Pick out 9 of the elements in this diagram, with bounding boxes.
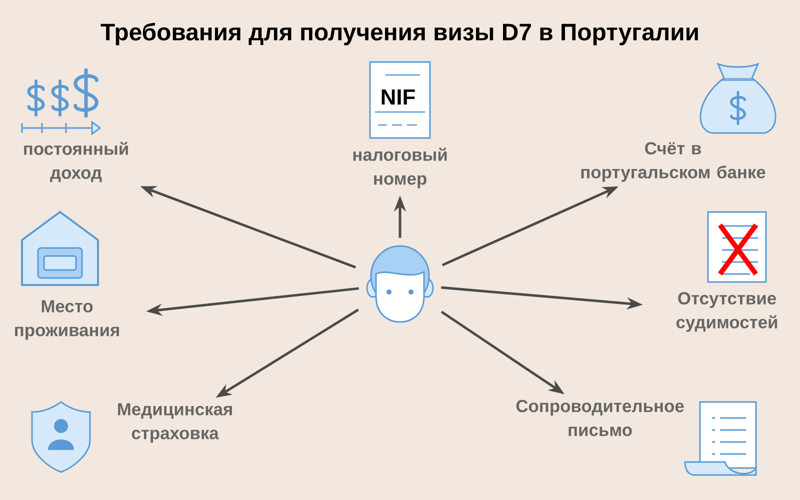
node-label: Счёт в португальском банке (581, 142, 766, 182)
node-label: Отсутствие судимостей (676, 292, 778, 332)
node-label: налоговый номер (353, 148, 447, 188)
node-label: Медицинская страховка (118, 403, 232, 443)
person-icon (366, 245, 434, 323)
node-label: Место проживания (15, 300, 119, 340)
node-label: Сопроводительное письмо (516, 400, 684, 436)
title: Требования для получения визы D7 в Португалии (100, 22, 698, 46)
node-label: постоянный доход (24, 142, 128, 182)
